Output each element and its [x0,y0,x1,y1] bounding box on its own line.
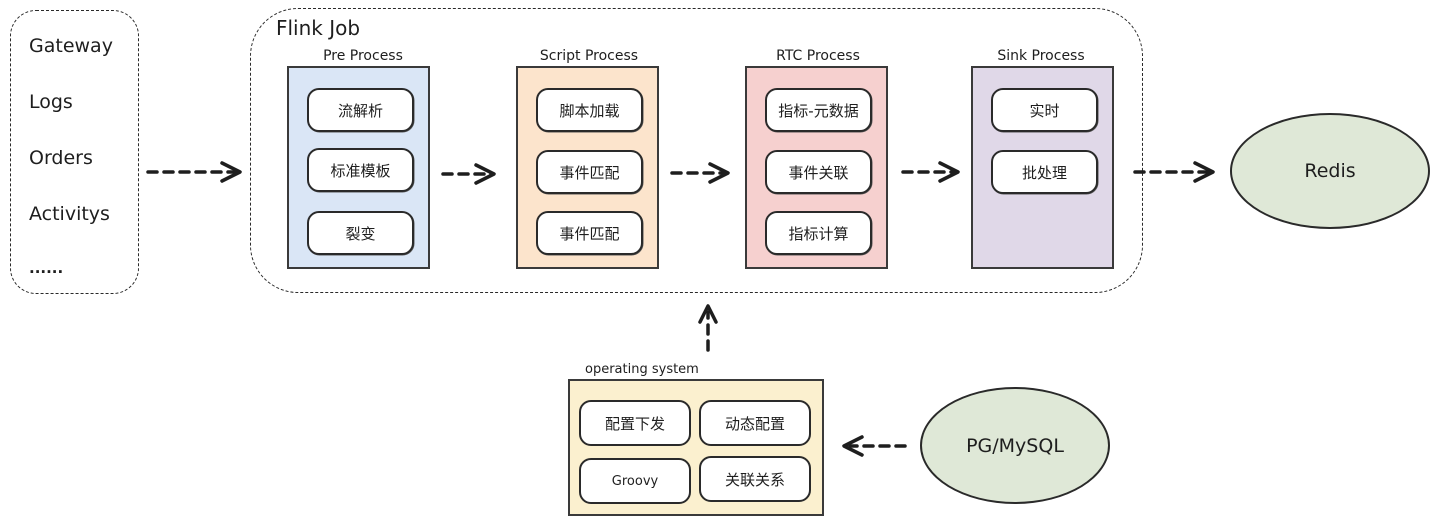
chip-relationship: 关联关系 [699,456,811,502]
arrow-rtc-to-sink [901,161,960,183]
database-node: PG/MySQL [920,387,1110,504]
chip-script-load: 脚本加载 [536,88,643,132]
stage-title-script-process: Script Process [539,48,639,64]
stage-sink-process: 实时 批处理 [971,66,1114,269]
sources-group: Gateway Logs Orders Activitys ...... [10,10,139,294]
stage-script-process: 脚本加载 事件匹配 事件匹配 [516,66,659,269]
chip-metric-metadata: 指标-元数据 [765,88,872,132]
chip-event-match: 事件匹配 [536,150,643,194]
flink-job-group [250,8,1143,293]
source-orders: Orders [29,147,93,169]
stage-title-pre-process: Pre Process [323,48,403,64]
arrow-db-to-ops [842,435,907,457]
source-logs: Logs [29,91,73,113]
source-activitys: Activitys [29,203,110,225]
chip-batch: 批处理 [991,150,1098,194]
chip-config-dispatch: 配置下发 [579,400,691,446]
chip-standard-template: 标准模板 [307,148,414,192]
stage-rtc-process: 指标-元数据 事件关联 指标计算 [745,66,888,269]
stage-title-sink-process: Sink Process [997,48,1085,64]
chip-fission: 裂变 [307,211,414,255]
operating-system-box: 配置下发 动态配置 Groovy 关联关系 [568,379,824,516]
chip-metric-compute: 指标计算 [765,211,872,255]
arrow-sources-to-flink [146,161,242,183]
operating-system-title: operating system [585,362,699,377]
stage-pre-process: 流解析 标准模板 裂变 [287,66,430,269]
source-more: ...... [29,259,64,277]
arrow-script-to-rtc [670,162,730,184]
flink-job-title: Flink Job [276,16,361,40]
chip-event-correlation: 事件关联 [765,150,872,194]
chip-realtime: 实时 [991,88,1098,132]
chip-groovy: Groovy [579,458,691,504]
chip-dynamic-config: 动态配置 [699,400,811,446]
arrow-pre-to-script [441,163,496,185]
source-gateway: Gateway [29,35,113,57]
arrow-flink-to-redis [1133,161,1215,183]
arrow-ops-to-flink [698,304,718,352]
stage-title-rtc-process: RTC Process [776,48,860,64]
redis-node: Redis [1230,113,1430,229]
chip-stream-parse: 流解析 [307,88,414,132]
chip-event-match-2: 事件匹配 [536,211,643,255]
